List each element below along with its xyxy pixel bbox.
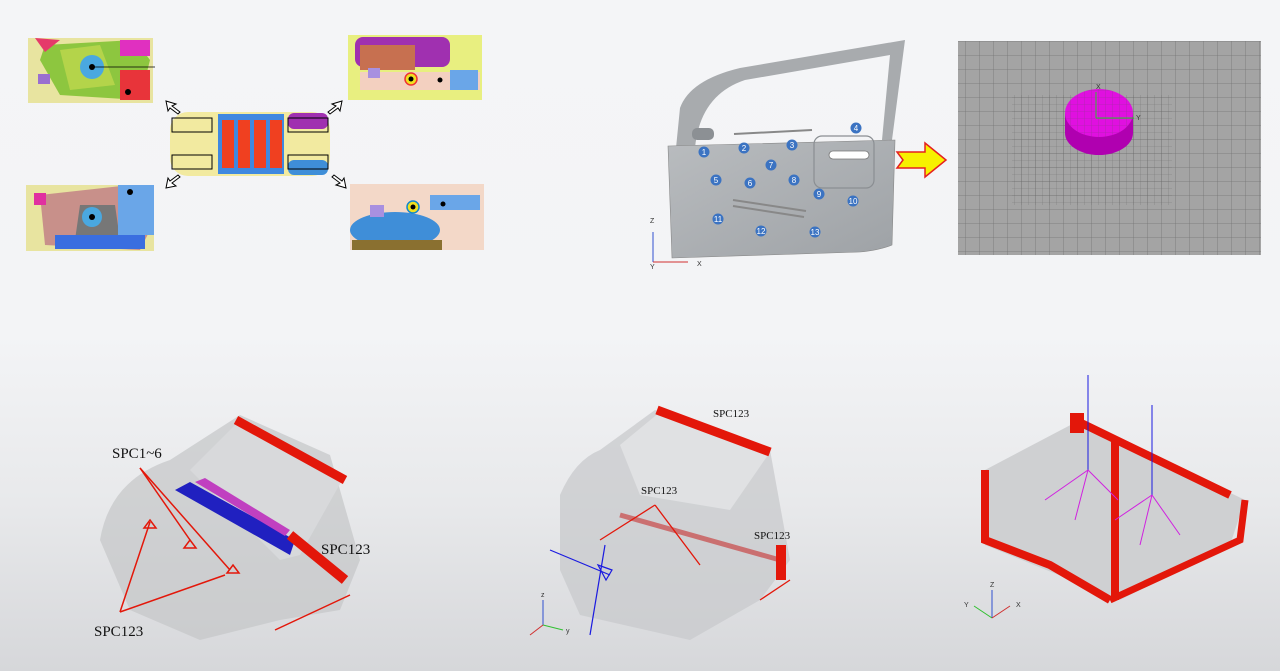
- svg-text:7: 7: [769, 161, 774, 170]
- svg-text:SPC1~6: SPC1~6: [112, 446, 162, 462]
- detail-rear-right: [350, 184, 484, 250]
- marker-10: 10: [847, 195, 859, 207]
- direction-arrow-icons: [165, 100, 347, 189]
- svg-text:2: 2: [742, 144, 747, 153]
- svg-text:13: 13: [811, 228, 820, 237]
- marker-5: 5: [710, 174, 722, 186]
- svg-text:Z: Z: [990, 582, 995, 589]
- svg-text:SPC123: SPC123: [94, 624, 143, 640]
- frame-axis-triad: Z Y X: [964, 582, 1021, 619]
- svg-text:9: 9: [817, 190, 822, 199]
- marker-9: 9: [813, 188, 825, 200]
- marker-2: 2: [738, 142, 750, 154]
- svg-text:Z: Z: [650, 218, 655, 225]
- marker-12: 12: [755, 225, 767, 237]
- mirror-mount: [692, 128, 714, 140]
- svg-text:3: 3: [790, 141, 795, 150]
- detail-front-left: [28, 38, 155, 103]
- mesh-detail-figure: X Y: [958, 41, 1261, 255]
- door-axis-triad: Z X Y: [650, 218, 702, 271]
- svg-text:z: z: [541, 592, 545, 599]
- rbe-element: [549, 544, 613, 636]
- rear-axis-triad: z y: [529, 592, 570, 636]
- front-body-figure: SPC1~6 SPC123 SPC123: [94, 415, 370, 640]
- svg-text:SPC123: SPC123: [754, 530, 791, 542]
- marker-8: 8: [788, 174, 800, 186]
- measurement-markers: 1 2 3 4 5 6 7 8 9 10 11 12 13: [698, 122, 862, 238]
- marker-4: 4: [850, 122, 862, 134]
- marker-13: 13: [809, 226, 821, 238]
- svg-text:6: 6: [748, 179, 753, 188]
- svg-text:X: X: [1016, 602, 1021, 609]
- svg-text:4: 4: [854, 124, 859, 133]
- svg-text:Y: Y: [650, 264, 655, 271]
- underbody-diagram: [26, 35, 484, 251]
- svg-text:Y: Y: [1136, 115, 1141, 122]
- door-panel-figure: 1 2 3 4 5 6 7 8 9 10 11 12 13 Z X Y: [650, 40, 905, 271]
- marker-7: 7: [765, 159, 777, 171]
- svg-text:8: 8: [792, 176, 797, 185]
- svg-text:1: 1: [702, 148, 707, 157]
- svg-text:5: 5: [714, 176, 719, 185]
- svg-text:11: 11: [714, 215, 723, 224]
- svg-text:10: 10: [849, 197, 858, 206]
- detail-rear-left: [26, 185, 154, 251]
- door-handle: [828, 150, 870, 160]
- rbe-spider: [1044, 469, 1181, 546]
- svg-text:SPC123: SPC123: [641, 485, 678, 497]
- constraint-arrows: [119, 467, 351, 631]
- svg-text:SPC123: SPC123: [713, 408, 750, 420]
- svg-text:X: X: [1096, 84, 1101, 91]
- marker-6: 6: [744, 177, 756, 189]
- vehicle-plan-view: [170, 112, 330, 176]
- floor-frame-figure: Z Y X: [964, 375, 1249, 619]
- marker-1: 1: [698, 146, 710, 158]
- rear-constraint-arrows: [599, 504, 791, 601]
- detail-front-right: [348, 35, 482, 100]
- right-arrow-icon: [895, 141, 948, 179]
- rear-body-figure: SPC123 SPC123 SPC123 z y: [529, 405, 791, 640]
- svg-text:12: 12: [757, 227, 766, 236]
- force-vectors: [1087, 375, 1153, 495]
- svg-text:X: X: [697, 261, 702, 268]
- marker-3: 3: [786, 139, 798, 151]
- svg-text:Y: Y: [964, 602, 969, 609]
- svg-text:y: y: [566, 628, 570, 635]
- svg-text:SPC123: SPC123: [321, 542, 370, 558]
- marker-11: 11: [712, 213, 724, 225]
